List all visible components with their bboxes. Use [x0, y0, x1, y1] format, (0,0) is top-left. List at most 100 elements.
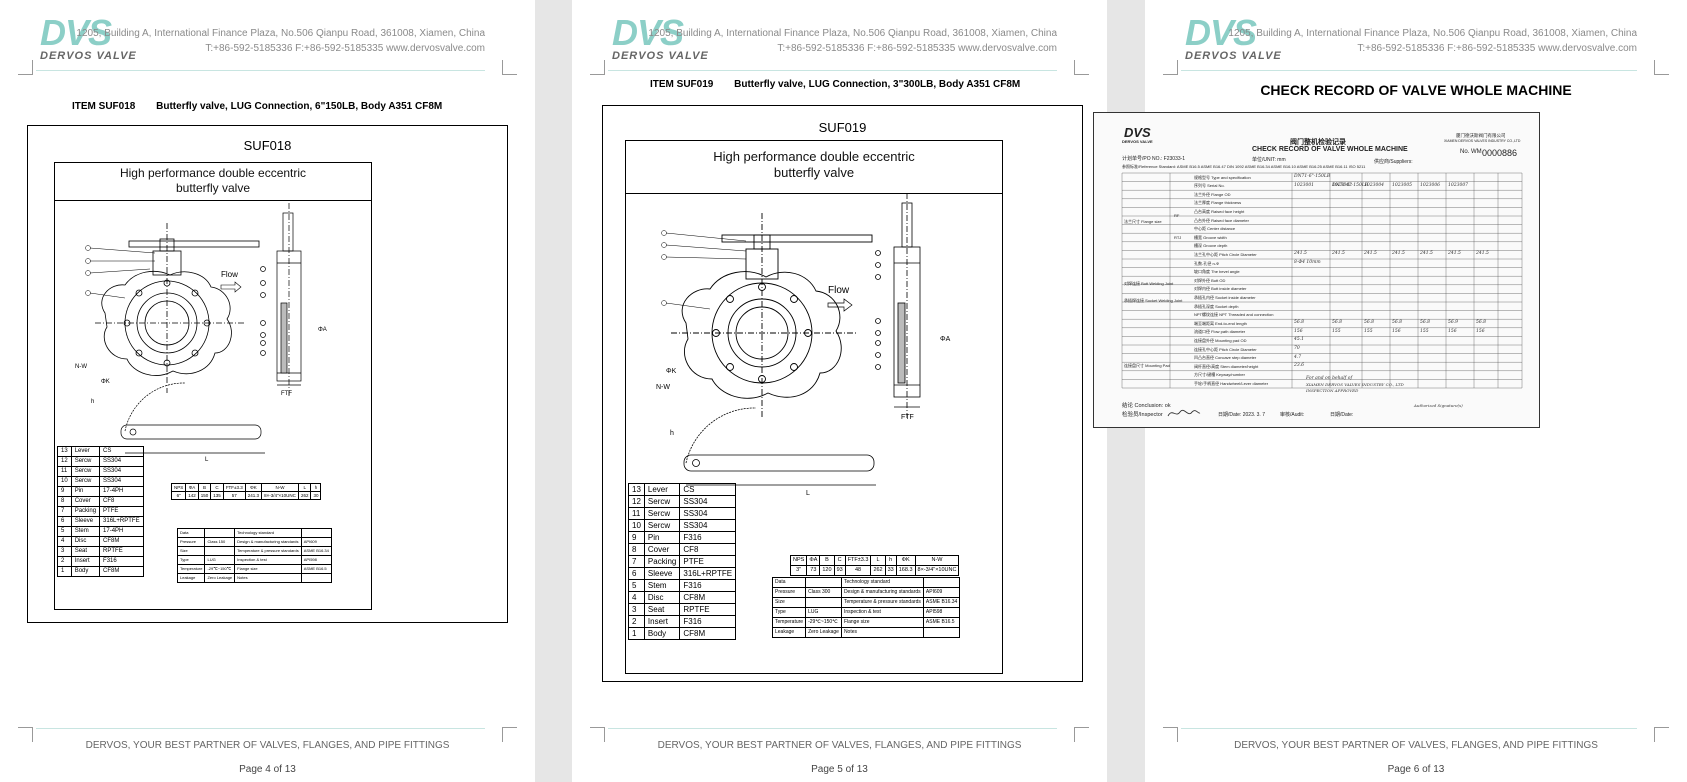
technology-cell: API609 — [922, 587, 961, 598]
scan-group-flange: 法兰尺寸 Flange size — [1124, 219, 1162, 224]
scan-handwritten-value: DN71-6"-150LB — [1332, 182, 1369, 188]
parts-cell: Cover — [70, 496, 101, 507]
l-label: L — [806, 490, 810, 497]
lever-top-view — [120, 382, 265, 454]
valve-front-view — [671, 213, 873, 418]
parts-cell: CF8M — [679, 627, 737, 640]
scan-po: 计划单号/PO NO.: F23033-1 — [1122, 156, 1186, 162]
scan-date1: 日期/Date: 2023. 3. 7 — [1218, 412, 1265, 418]
dimension-header: B — [197, 483, 212, 492]
header-address: 1205, Building A, International Finance … — [76, 28, 485, 39]
parts-cell: 316L+RPTFE — [99, 516, 144, 527]
technology-cell: Inspection & test — [234, 555, 302, 565]
item-heading: ITEM SUF018 Butterfly valve, LUG Connect… — [72, 101, 442, 112]
crop-mark — [590, 60, 605, 75]
parts-cell: Cover — [643, 543, 681, 556]
dimension-header: L — [297, 483, 312, 492]
technology-cell: Class 150 — [204, 537, 236, 547]
technology-cell: Notes — [234, 573, 302, 583]
scan-stamp-line2: XIAMEN DERVOS VALVES INDUSTRY CO., LTD — [1306, 382, 1404, 387]
technology-cell: -29℃~150℃ — [204, 564, 236, 574]
logo-mark: DVS — [1185, 12, 1257, 53]
parts-cell: Sleeve — [643, 567, 681, 580]
technology-cell: Temperature — [176, 564, 206, 574]
technology-cell: Size — [176, 546, 206, 556]
scan-group-socket: 承插焊连接 Socket Welding Joint — [1124, 298, 1183, 303]
scan-handwritten-value: 1023006 — [1420, 182, 1441, 188]
scan-handwritten-value: 241.5 — [1294, 251, 1307, 257]
scan-handwritten-value: 56.8 — [1392, 320, 1403, 326]
parts-cell: Sercw — [643, 519, 681, 532]
parts-cell: 3 — [57, 546, 72, 557]
drawing-frame: SUF018 High performance double eccentric… — [27, 125, 508, 623]
parts-cell: SS304 — [679, 519, 737, 532]
scan-no-value: 0000886 — [1482, 148, 1518, 158]
parts-cell: Insert — [70, 556, 101, 567]
scan-row-label: 对焊内径 Butt inside diameter — [1194, 286, 1247, 292]
dimension-header: L — [870, 555, 886, 566]
dimension-value: 3" — [789, 565, 808, 576]
page-number: Page 6 of 13 — [1387, 764, 1445, 775]
parts-cell: 6 — [57, 516, 72, 527]
scan-inspector-signature — [1166, 406, 1202, 423]
parts-cell: Body — [70, 566, 101, 577]
parts-cell: 12 — [57, 456, 72, 467]
scan-handwritten-value: 1023005 — [1392, 182, 1413, 188]
nw-label: N-W — [75, 364, 87, 370]
scan-row-label: 阀杆直径/高度 Stem diameter/height — [1194, 363, 1259, 369]
header-address: 1205, Building A, International Finance … — [648, 28, 1057, 39]
scan-row-label: 手轮/手柄直径 Handwheel/Lever diameter — [1194, 380, 1269, 386]
parts-cell: Sercw — [70, 466, 101, 477]
scan-handwritten-value: 241.5 — [1392, 251, 1405, 257]
flow-label: Flow — [221, 270, 238, 279]
parts-cell: 13 — [628, 483, 645, 496]
parts-cell: 7 — [57, 506, 72, 517]
page-number: Page 5 of 13 — [811, 764, 868, 775]
scan-group-butt: 对焊连接 Butt Welding Joint — [1124, 281, 1174, 286]
dimension-value: 241.3 — [244, 491, 263, 500]
scan-row-label: 凹凸台直径 Concave step diameter — [1194, 355, 1257, 361]
parts-cell: 13 — [57, 446, 72, 457]
scan-handwritten-value: 23.6 — [1294, 363, 1305, 369]
footer-slogan: DERVOS, YOUR BEST PARTNER OF VALVES, FLA… — [85, 740, 450, 751]
scan-row-label: 端至端距离 End-to-end length — [1194, 320, 1247, 326]
technology-cell: Data — [771, 577, 807, 588]
parts-cell: CF8M — [99, 536, 144, 547]
technology-cell: -29℃~150℃ — [805, 617, 842, 628]
parts-cell: Disc — [70, 536, 101, 547]
dimension-header: ΦK — [895, 555, 916, 566]
parts-cell: F316 — [99, 556, 144, 567]
technology-cell: Class 300 — [805, 587, 842, 598]
technology-cell: API598 — [922, 607, 961, 618]
parts-cell: F316 — [679, 579, 737, 592]
parts-cell: 8 — [57, 496, 72, 507]
dimension-header: FTF±3.3 — [844, 555, 872, 566]
scan-row-label: 方尺寸/键槽 Keyway/number — [1194, 372, 1245, 378]
scan-handwritten-value: 1023004 — [1364, 182, 1385, 188]
part-callouts — [661, 230, 747, 310]
scan-unit: 单位/UNIT: mm — [1252, 157, 1286, 163]
parts-cell: Lever — [70, 446, 101, 457]
parts-cell: 4 — [57, 536, 72, 547]
dimension-value: 168.3 — [895, 565, 916, 576]
parts-cell: 10 — [628, 519, 645, 532]
parts-cell: Sercw — [70, 476, 101, 487]
technology-cell — [922, 577, 961, 588]
dimension-value: 8×-3/4"×10UNC — [261, 491, 299, 500]
dimension-value: 48 — [844, 565, 872, 576]
scan-handwritten-value: 156 — [1476, 328, 1485, 334]
part-callouts — [85, 245, 156, 299]
crop-mark — [502, 60, 517, 75]
parts-cell: 7 — [628, 555, 645, 568]
technology-cell: Inspection & test — [840, 607, 924, 618]
phik-label: ΦK — [101, 379, 110, 385]
